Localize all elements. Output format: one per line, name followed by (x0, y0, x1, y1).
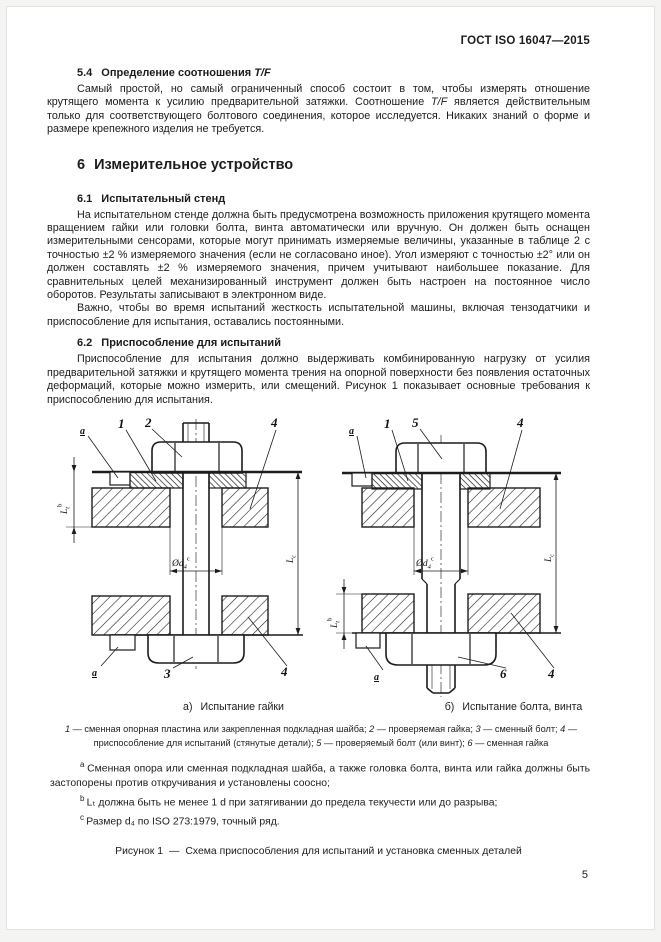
dimension-label-hole-diameter: Ød4c (415, 555, 434, 570)
section-number: 5.4 (77, 67, 93, 79)
section-6-heading: 6 Измерительное устройство (77, 157, 590, 173)
section-number: 6 (77, 156, 86, 173)
test-nut (151, 441, 243, 474)
test-fixture-block (91, 595, 171, 636)
test-fixture-block (361, 593, 415, 634)
figure-footnote-a: a Сменная опора или сменная подкладная ш… (50, 759, 591, 789)
test-fixture-block (467, 593, 541, 634)
footnote-ref-a-label: a (349, 426, 354, 437)
part-label-6: 6 (500, 666, 507, 681)
section-6-1-paragraph-1: На испытательном стенде должна быть пред… (47, 208, 590, 302)
interchangeable-support (355, 632, 381, 649)
figure-legend: 1 — сменная опорная пластина или закрепл… (64, 723, 578, 748)
caption-bolt-test: б)Испытание болта, винта (444, 700, 583, 713)
interchangeable-support (109, 634, 136, 651)
test-fixture-block (221, 487, 269, 528)
dimension-label-lt: Ltb (327, 618, 342, 629)
interchangeable-support (351, 472, 373, 487)
footnote-ref-a-label: a (92, 668, 97, 679)
figure-footnote-c: c Размер d₄ по ISO 273:1979, точный ряд. (80, 812, 280, 828)
part-label-4: 4 (547, 666, 555, 681)
dimension-label-lc: Lc (286, 555, 298, 564)
figure-1-drawings: Ød4c Ltb (57, 417, 561, 697)
section-6-1-heading: 6.1 Испытательный стенд (77, 193, 590, 205)
footnote-ref-a-label: a (374, 672, 379, 683)
section-title: Испытательный стенд (101, 192, 226, 205)
dimension-label-hole-diameter: Ød4c (171, 555, 190, 570)
interchangeable-support (109, 471, 131, 486)
section-5-4-heading: 5.4 Определение соотношения T/F (77, 67, 590, 79)
figure-caption: Рисунок 1—Схема приспособления для испыт… (115, 845, 522, 857)
dimension-label-lt: Ltb (57, 504, 72, 515)
part-label-5: 5 (412, 417, 419, 430)
part-label-1: 1 (384, 417, 391, 431)
interchangeable-nut (385, 632, 497, 666)
dimension-label-lc: Lc (544, 554, 556, 563)
figure-footnote-b: b Lₜ должна быть не менее 1 d при затяги… (80, 793, 498, 809)
test-fixture-block (91, 487, 171, 528)
interchangeable-bolt-head (147, 634, 245, 664)
nut-test-drawing: Ød4c Ltb (57, 417, 303, 681)
footnote-ref-a-label: a (80, 426, 85, 437)
document-header: ГОСТ ISO 16047—2015 (460, 35, 590, 47)
bearing-plate-left (129, 471, 184, 489)
part-label-4: 4 (516, 417, 524, 430)
document-page: ГОСТ ISO 16047—2015 5.4 Определение соотн… (6, 6, 655, 930)
section-6-1-paragraph-2: Важно, чтобы во время испытаний жесткост… (47, 302, 590, 328)
part-label-1: 1 (118, 417, 125, 431)
test-fixture-block (361, 487, 415, 528)
section-title-variable: T/F (254, 67, 271, 79)
caption-nut-test: а)Испытание гайки (183, 700, 284, 713)
bolt-test-drawing: Ød4c (327, 417, 561, 697)
part-label-3: 3 (163, 666, 171, 681)
figure-1: Ød4c Ltb (56, 417, 616, 713)
section-title: Определение соотношения (101, 67, 252, 79)
bearing-plate-right (459, 472, 491, 490)
section-number: 6.2 (77, 337, 93, 350)
part-label-4: 4 (280, 664, 288, 679)
part-label-2: 2 (144, 417, 152, 430)
section-6-2-heading: 6.2 Приспособление для испытаний (77, 337, 590, 349)
figure-subcaptions: а)Испытание гайки б)Испытание болта, вин… (56, 701, 616, 713)
bearing-plate-right (208, 471, 247, 489)
bearing-plate-left (371, 472, 423, 490)
section-title: Приспособление для испытаний (101, 337, 281, 350)
page-number: 5 (581, 869, 588, 881)
test-fixture-block (221, 595, 269, 636)
section-5-4-paragraph: Самый простой, но самый ограниченный спо… (47, 83, 590, 136)
part-label-4: 4 (270, 417, 278, 430)
figure-footnotes: a Сменная опора или сменная подкладная ш… (50, 758, 590, 830)
section-title: Измерительное устройство (94, 156, 294, 173)
section-6-2-paragraph: Приспособление для испытания должно выде… (47, 353, 590, 406)
section-number: 6.1 (77, 192, 93, 205)
